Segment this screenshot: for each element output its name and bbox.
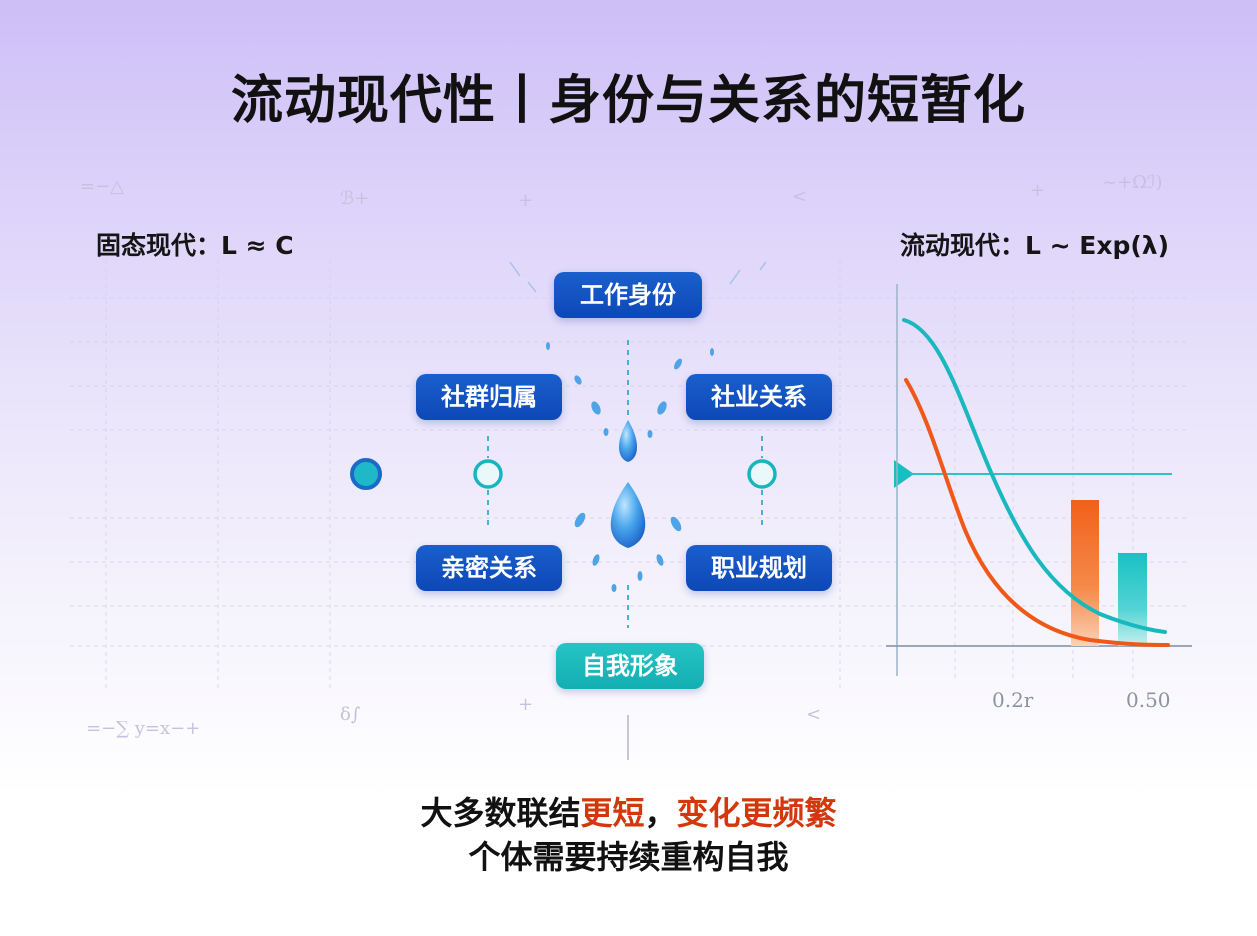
node-work-identity: 工作身份 (554, 272, 702, 318)
decor-formula-br: < (806, 704, 822, 725)
decor-plus-2: + (1030, 180, 1046, 201)
decor-plus-3: + (518, 694, 534, 715)
splash-streaks (509, 261, 767, 293)
node-career-planning: 职业规划 (686, 545, 832, 591)
decor-formula-bm: δ∫ (340, 704, 361, 725)
x-tick-label-2: 0.50 (1126, 688, 1171, 712)
caption-highlight-frequent: 变化更频繁 (676, 794, 837, 832)
node-self-image: 自我形象 (556, 643, 704, 689)
chart-curve-teal (902, 318, 1167, 634)
node-social-relations: 社业关系 (686, 374, 832, 420)
timeline-node-right (747, 459, 777, 489)
decor-formula-tr2: ~+Ωℐ) (1102, 172, 1163, 193)
chart-bar-orange (1071, 500, 1099, 646)
splash-droplets (546, 342, 714, 592)
solid-modernity-label: 固态现代：L ≈ C (96, 231, 294, 260)
decor-plus-1: + (518, 190, 534, 211)
caption-line-1: 大多数联结更短，变化更频繁 (0, 788, 1257, 834)
decor-formula-bl: =−∑ y=x−+ (86, 718, 201, 739)
decor-formula-tm: ℬ+ (340, 188, 370, 209)
chart-bar-teal (1118, 553, 1147, 646)
pill-connectors (487, 340, 763, 760)
decor-formula-tr1: < (792, 186, 808, 207)
caption-line-2: 个体需要持续重构自我 (468, 838, 789, 876)
timeline-arrowhead (894, 460, 914, 488)
page-title: 流动现代性丨身份与关系的短暂化 (230, 71, 1026, 131)
caption-text-a: 大多数联结 (420, 794, 581, 832)
caption-highlight-shorter: 更短 (580, 794, 645, 832)
decay-chart (886, 284, 1192, 676)
liquid-modernity-label: 流动现代：L ~ Exp(λ) (900, 231, 1170, 260)
node-intimate-relations: 亲密关系 (416, 545, 562, 591)
caption-comma: ， (644, 794, 677, 832)
timeline-node-start (350, 458, 382, 490)
timeline-node-left (473, 459, 503, 489)
node-community-belonging: 社群归属 (416, 374, 562, 420)
chart-curve-orange (904, 378, 1170, 647)
decor-formula-tl: =−△ (80, 176, 125, 197)
x-tick-label-1: 0.2r (992, 688, 1034, 712)
